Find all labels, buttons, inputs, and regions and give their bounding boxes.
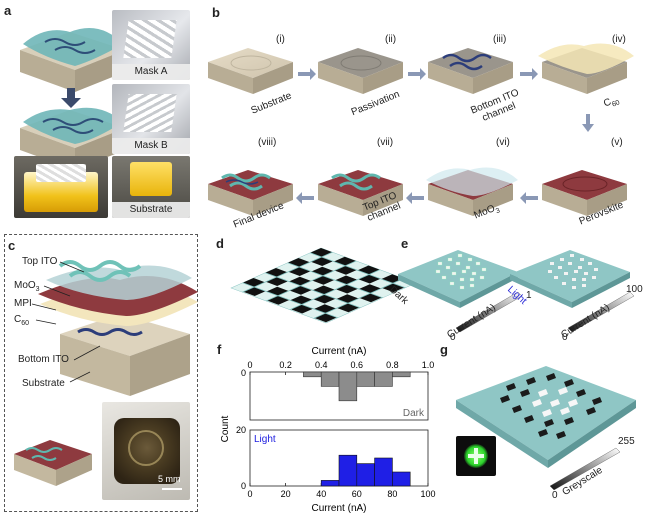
bottom-xtick-label: 0 [247,489,252,499]
light-bar [356,463,375,487]
light-map [510,250,635,333]
step-block-6 [426,167,518,216]
panel-label-g: g [440,342,448,357]
light-bar [320,480,340,487]
dark-map [398,250,523,333]
dark-bar [338,371,358,402]
top-xlabel: Current (nA) [311,346,366,357]
step-num-5: (v) [611,137,623,148]
step-num-4: (iv) [612,34,626,45]
dark-bar [374,371,393,387]
top-xtick-label: 0 [247,360,252,370]
top-xtick-label: 0.6 [351,360,364,370]
arrow-right-icon [298,68,316,80]
label-mpi: MPI [14,298,32,309]
panel-label-b: b [212,5,220,20]
step-num-7: (vii) [377,137,394,148]
greyscale-max: 255 [618,436,635,447]
step-block-4 [538,43,634,94]
panel-c-leader-lines [31,261,101,383]
step-block-3 [428,48,513,94]
top-ytick-label: 0 [241,368,246,378]
colorbar-min-dark: 0 [450,332,456,343]
bottom-ytick-label: 20 [236,425,246,435]
arrow-down-icon [582,114,594,132]
step-block-8 [208,170,293,216]
step-num-6: (vi) [496,137,510,148]
mask-a-caption: Mask A [112,64,190,80]
panel-f-histograms: Current (nA) Current (nA) Count 0 0.2 0.4 0.6 0… [220,346,436,514]
panel-label-d: d [216,236,224,251]
arrow-right-icon [520,68,538,80]
arrow-left-icon [296,192,314,204]
scale-label: 5 mm [158,474,181,484]
dark-bar [392,371,411,378]
step-num-8: (viii) [258,137,277,148]
mask-b-photo: Mask B [112,84,190,154]
step-block-2 [318,48,403,94]
colorbar-min-light: 0 [562,332,568,343]
bottom-xlabel: Current (nA) [311,503,366,514]
colorbar-max-dark: 1 [526,290,532,301]
weave-grid [230,247,417,324]
bottom-xtick-label: 20 [281,489,291,499]
bottom-xtick-label: 100 [420,489,435,499]
label-bottom-ito: Bottom ITO [18,354,69,365]
panel-label-c: c [8,238,16,253]
step-block-5 [542,170,627,216]
panel-c-stack [38,260,198,396]
device-render-photo [10,402,96,500]
top-xtick-label: 0.8 [386,360,399,370]
dark-bar [303,371,322,378]
step-num-3: (iii) [493,34,507,45]
label-moo3: MoO3 [14,280,40,293]
top-xtick-label: 0.2 [279,360,292,370]
bottom-ytick-label: 0 [241,481,246,491]
light-series-label: Light [254,434,276,445]
panel-e-maps [398,250,635,333]
mask-a-photo: Mask A [112,10,190,80]
panel-b-steps [208,43,634,216]
step-num-2: (ii) [385,34,397,45]
light-bar [374,457,393,487]
greyscale-min: 0 [552,490,558,501]
arrow-left-icon [520,192,538,204]
substrate-photo: Substrate [112,156,190,218]
panel-label-f: f [217,342,222,357]
green-cross-photo [456,436,496,476]
panel-label-e: e [401,236,409,251]
arrow-left-icon [406,192,424,204]
panel-c-frame [4,234,198,512]
panel-d-weave [230,247,417,324]
light-bar [392,471,411,487]
top-xtick-label: 0.4 [315,360,328,370]
dark-bar [320,371,340,387]
panel-label-a: a [4,3,12,18]
step-block-7 [318,170,403,216]
bottom-xtick-label: 80 [387,489,397,499]
yellow-block-photo [14,156,108,218]
arrow-right-icon [408,68,426,80]
panel-g-map [456,366,636,491]
label-substrate: Substrate [22,378,65,389]
scale-bar [162,488,182,490]
dark-bar [356,371,375,387]
bottom-xtick-label: 40 [316,489,326,499]
label-c60: C60 [14,314,30,327]
step-num-1: (i) [276,34,285,45]
mask-b-caption: Mask B [112,138,190,154]
light-bar [338,454,358,487]
step-block-1 [208,48,293,94]
ylabel-count: Count [220,415,231,442]
substrate-caption: Substrate [112,202,190,218]
dark-series-label: Dark [403,408,425,419]
top-xtick-label: 1.0 [422,360,435,370]
device-photo: 5 mm [102,402,190,500]
colorbar-max-light: 100 [626,284,643,295]
label-top-ito: Top ITO [22,256,58,267]
bottom-xtick-label: 60 [352,489,362,499]
